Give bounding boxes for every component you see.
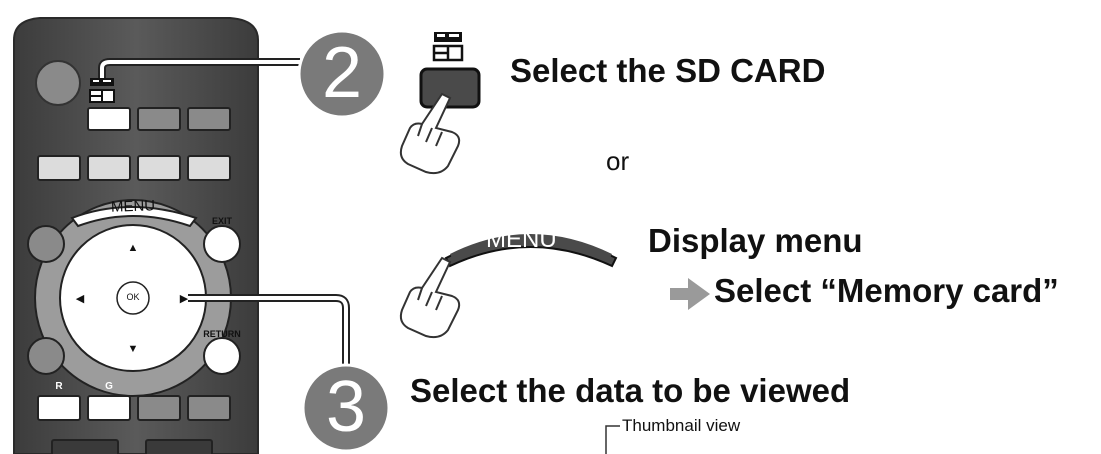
remote-exit-label: EXIT bbox=[211, 216, 232, 226]
remote-left-top-button[interactable] bbox=[27, 225, 65, 263]
remote-exit-button[interactable] bbox=[203, 225, 241, 263]
menu-button-label: MENU bbox=[486, 226, 557, 253]
step-2-number: 2 bbox=[321, 33, 363, 113]
remote-gray-button-2[interactable] bbox=[187, 107, 231, 131]
sd-hc-logo-icon bbox=[432, 32, 464, 62]
remote-blue-button[interactable] bbox=[187, 395, 231, 421]
sd-hc-logo-icon bbox=[89, 78, 115, 103]
thumbnail-bracket bbox=[605, 425, 620, 454]
remote-white-button-4[interactable] bbox=[187, 155, 231, 181]
select-data-text: Select the data to be viewed bbox=[410, 372, 851, 409]
remote-right-arrow-icon: ▶ bbox=[179, 293, 189, 305]
arrow-right-icon bbox=[670, 278, 710, 310]
remote-red-button[interactable] bbox=[37, 395, 81, 421]
remote-left-bottom-button[interactable] bbox=[27, 337, 65, 375]
remote-return-button[interactable] bbox=[203, 337, 241, 375]
remote-menu-label: MENU bbox=[110, 197, 156, 216]
remote-control bbox=[13, 17, 350, 454]
remote-gray-button-1[interactable] bbox=[137, 107, 181, 131]
remote-return-label: RETURN bbox=[203, 329, 241, 339]
step-2-circle bbox=[297, 29, 387, 119]
pointing-hand-icon bbox=[399, 92, 461, 175]
remote-menu-button[interactable] bbox=[70, 206, 198, 228]
sd-card-button[interactable] bbox=[87, 107, 131, 131]
remote-yellow-button[interactable] bbox=[137, 395, 181, 421]
remote-red-label: R bbox=[55, 381, 63, 392]
step-3-circle bbox=[301, 363, 391, 453]
remote-green-label: G bbox=[105, 381, 113, 392]
sd-card-key-illustration bbox=[419, 67, 481, 109]
remote-white-button-1[interactable] bbox=[37, 155, 81, 181]
thumbnail-view-label: Thumbnail view bbox=[622, 416, 741, 435]
pointing-hand-icon bbox=[399, 256, 461, 339]
power-button[interactable] bbox=[35, 60, 81, 106]
select-memory-card-text: Select “Memory card” bbox=[714, 272, 1059, 309]
remote-green-button[interactable] bbox=[87, 395, 131, 421]
remote-ok-label: OK bbox=[126, 292, 140, 302]
remote-ok-button[interactable] bbox=[116, 281, 150, 315]
display-menu-text: Display menu bbox=[648, 222, 863, 259]
remote-up-arrow-icon: ▲ bbox=[127, 242, 139, 254]
step-3-number: 3 bbox=[325, 367, 367, 447]
menu-button-illustration bbox=[444, 234, 618, 268]
remote-white-button-3[interactable] bbox=[137, 155, 181, 181]
select-sd-card-text: Select the SD CARD bbox=[510, 52, 826, 89]
remote-left-arrow-icon: ◀ bbox=[75, 293, 85, 305]
remote-down-arrow-icon: ▼ bbox=[127, 343, 139, 355]
or-text: or bbox=[606, 146, 630, 176]
remote-white-button-2[interactable] bbox=[87, 155, 131, 181]
